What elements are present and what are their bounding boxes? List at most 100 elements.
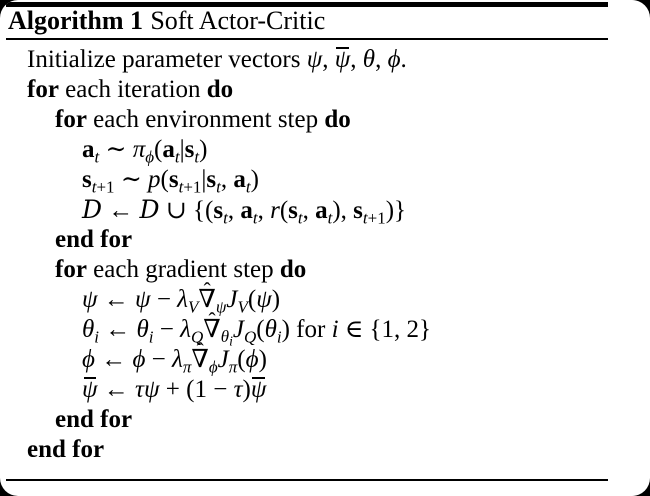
- math-token-kw: do: [206, 76, 234, 103]
- math-token-sub: Q: [243, 327, 257, 347]
- math-token-sub: Q: [190, 327, 204, 347]
- math-token-mi: ψ: [256, 286, 272, 313]
- math-token-mb: a: [82, 136, 95, 163]
- accent-base: ∇: [198, 286, 216, 313]
- math-token-mi: t: [91, 177, 97, 197]
- math-token-mn: ): [242, 376, 251, 403]
- math-token-mi: r: [270, 197, 280, 224]
- math-token-mn: ,: [375, 46, 388, 73]
- algorithm-line: end for: [0, 405, 650, 435]
- math-token-kw: do: [324, 106, 351, 133]
- math-token-mi: ψ: [82, 377, 98, 402]
- math-token-mn: ,: [350, 46, 363, 73]
- math-token-kw: end for: [55, 226, 133, 253]
- math-token-mn: ,: [340, 197, 354, 224]
- math-token-mi: ϕ: [387, 46, 401, 73]
- math-token-mn: (: [160, 166, 169, 193]
- math-token-sub: i: [276, 327, 282, 347]
- algorithm-lines: Initialize parameter vectors ψ, ψ, θ, ϕ.…: [0, 45, 650, 465]
- math-token-mb: a: [233, 166, 246, 193]
- math-token-mn: (: [247, 286, 257, 313]
- math-token-mn: ,: [322, 46, 335, 73]
- bar-accent: [252, 377, 266, 379]
- math-token-sub: t: [94, 147, 100, 167]
- bar-accent: [336, 47, 350, 49]
- math-token-mi: λ: [172, 346, 183, 373]
- math-token-mo: ←: [97, 376, 136, 403]
- math-token-kw: do: [279, 256, 307, 283]
- math-token-sub: t: [252, 208, 258, 228]
- math-token-sub: i: [148, 327, 154, 347]
- math-token-text: Initialize parameter vectors: [27, 46, 307, 73]
- algorithm-label: Algorithm 1: [8, 6, 144, 35]
- math-token-mn: ): [199, 136, 208, 163]
- math-token-mb: s: [213, 197, 224, 224]
- math-token-sub: t: [327, 208, 333, 228]
- math-token-sub: t: [174, 147, 180, 167]
- math-token-mi: ψ: [251, 377, 266, 402]
- math-token-mn: (: [154, 136, 163, 163]
- math-token-mi: π: [132, 136, 146, 163]
- math-token-mi: t: [362, 208, 368, 228]
- math-token-sub: t+1: [179, 177, 202, 196]
- math-token-mn: (: [256, 316, 265, 343]
- math-token-mb: s: [206, 166, 217, 193]
- math-token-mi: J: [217, 346, 229, 373]
- math-token-mi: p: [148, 166, 161, 193]
- math-token-mi: θ: [136, 316, 149, 343]
- math-token-mn: )}: [385, 197, 407, 224]
- math-token-mi: τ: [233, 376, 243, 403]
- math-token-mb: a: [240, 197, 253, 224]
- math-token-mo: ←: [94, 346, 133, 373]
- math-token-text: for: [289, 316, 332, 343]
- math-token-mn: (: [237, 346, 246, 373]
- math-token-mo: −: [206, 376, 234, 403]
- math-token-mn: ˆ∇: [198, 279, 216, 313]
- math-token-mi: θ: [264, 316, 277, 343]
- math-token-mn: ˆ∇: [191, 339, 209, 373]
- math-token-sub: t: [245, 177, 251, 197]
- math-token-sub: t+1: [92, 177, 115, 196]
- math-token-mi: ψ: [135, 286, 151, 313]
- math-token-sub: i: [94, 327, 100, 347]
- math-token-mn: ): [258, 346, 267, 373]
- hat-accent: ˆ: [196, 337, 204, 362]
- math-token-mn: +1: [183, 177, 202, 197]
- math-token-sub: t: [216, 177, 221, 197]
- algorithm-top-rule: [6, 2, 608, 7]
- math-token-sub: i: [229, 333, 233, 349]
- math-token-sub: V: [237, 297, 248, 317]
- math-token-mn: (1: [186, 376, 207, 403]
- algorithm-line: for each gradient step do: [0, 255, 650, 285]
- math-token-kw: for: [55, 106, 87, 133]
- math-token-mi: θ: [220, 327, 230, 347]
- algorithm-line: Initialize parameter vectors ψ, ψ, θ, ϕ.: [0, 45, 650, 75]
- accent-base: ψ: [82, 376, 98, 403]
- accent-base: ∇: [191, 346, 209, 373]
- math-token-mn: ): [271, 286, 281, 313]
- math-token-mo: ←: [99, 316, 137, 343]
- math-token-mb: s: [288, 197, 298, 224]
- math-token-cal: D: [82, 195, 103, 224]
- math-token-mo: ∼: [99, 136, 133, 163]
- math-token-kw: for: [55, 256, 87, 283]
- math-token-kw: for: [27, 76, 59, 103]
- math-token-sub: θi: [220, 327, 233, 349]
- math-token-sub: t: [194, 147, 200, 167]
- math-token-mn: .: [400, 46, 407, 73]
- math-token-mb: a: [162, 136, 175, 163]
- algorithm-line: end for: [0, 435, 650, 465]
- math-token-mi: θ: [82, 316, 95, 343]
- accent-base: ψ: [334, 46, 351, 73]
- math-token-mn: ): [281, 316, 290, 343]
- accent-base: ∇: [203, 316, 221, 343]
- math-token-mo: ←: [102, 197, 140, 224]
- algorithm-line: ψ ← τψ + (1 − τ)ψ: [0, 375, 650, 405]
- math-token-mb: a: [315, 197, 328, 224]
- algorithm-bottom-rule: [6, 479, 608, 481]
- math-token-mo: −: [150, 286, 178, 313]
